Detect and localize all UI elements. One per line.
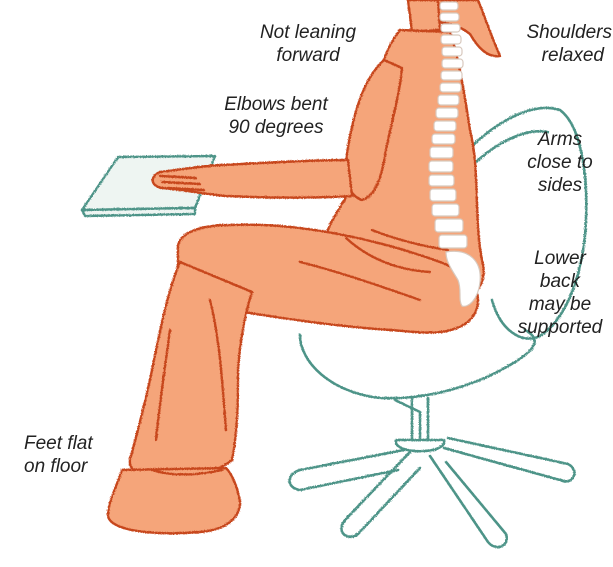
label-shoulders-relaxed: Shoulders relaxed	[508, 21, 612, 67]
label-line: back	[508, 270, 612, 293]
label-line: Feet flat	[24, 432, 124, 455]
label-line: Not leaning	[248, 21, 368, 44]
label-line: supported	[508, 316, 612, 339]
foot	[108, 468, 240, 533]
label-line: may be	[508, 293, 612, 316]
chair-leg-left	[290, 450, 405, 490]
label-line: Arms	[516, 128, 604, 151]
label-line: Elbows bent	[213, 93, 339, 116]
label-line: Shoulders	[508, 21, 612, 44]
lower-leg	[130, 262, 252, 478]
chair-seat	[300, 330, 535, 398]
chair-leg-back-right	[430, 456, 507, 547]
label-line: on floor	[24, 455, 124, 478]
label-elbows-bent: Elbows bent 90 degrees	[213, 93, 339, 139]
label-line: 90 degrees	[213, 116, 339, 139]
person	[108, 0, 500, 533]
label-arms-close: Arms close to sides	[516, 128, 604, 197]
label-lower-back: Lower back may be supported	[508, 247, 612, 339]
chair-leg-front	[395, 400, 420, 438]
label-feet-flat: Feet flat on floor	[24, 432, 124, 478]
chair-leg-right	[444, 438, 574, 481]
label-line: forward	[248, 44, 368, 67]
label-line: Lower	[508, 247, 612, 270]
chair-leg-back-left	[341, 452, 420, 537]
label-line: sides	[516, 174, 604, 197]
label-line: relaxed	[508, 44, 612, 67]
label-line: close to	[516, 151, 604, 174]
label-not-leaning-forward: Not leaning forward	[248, 21, 368, 67]
